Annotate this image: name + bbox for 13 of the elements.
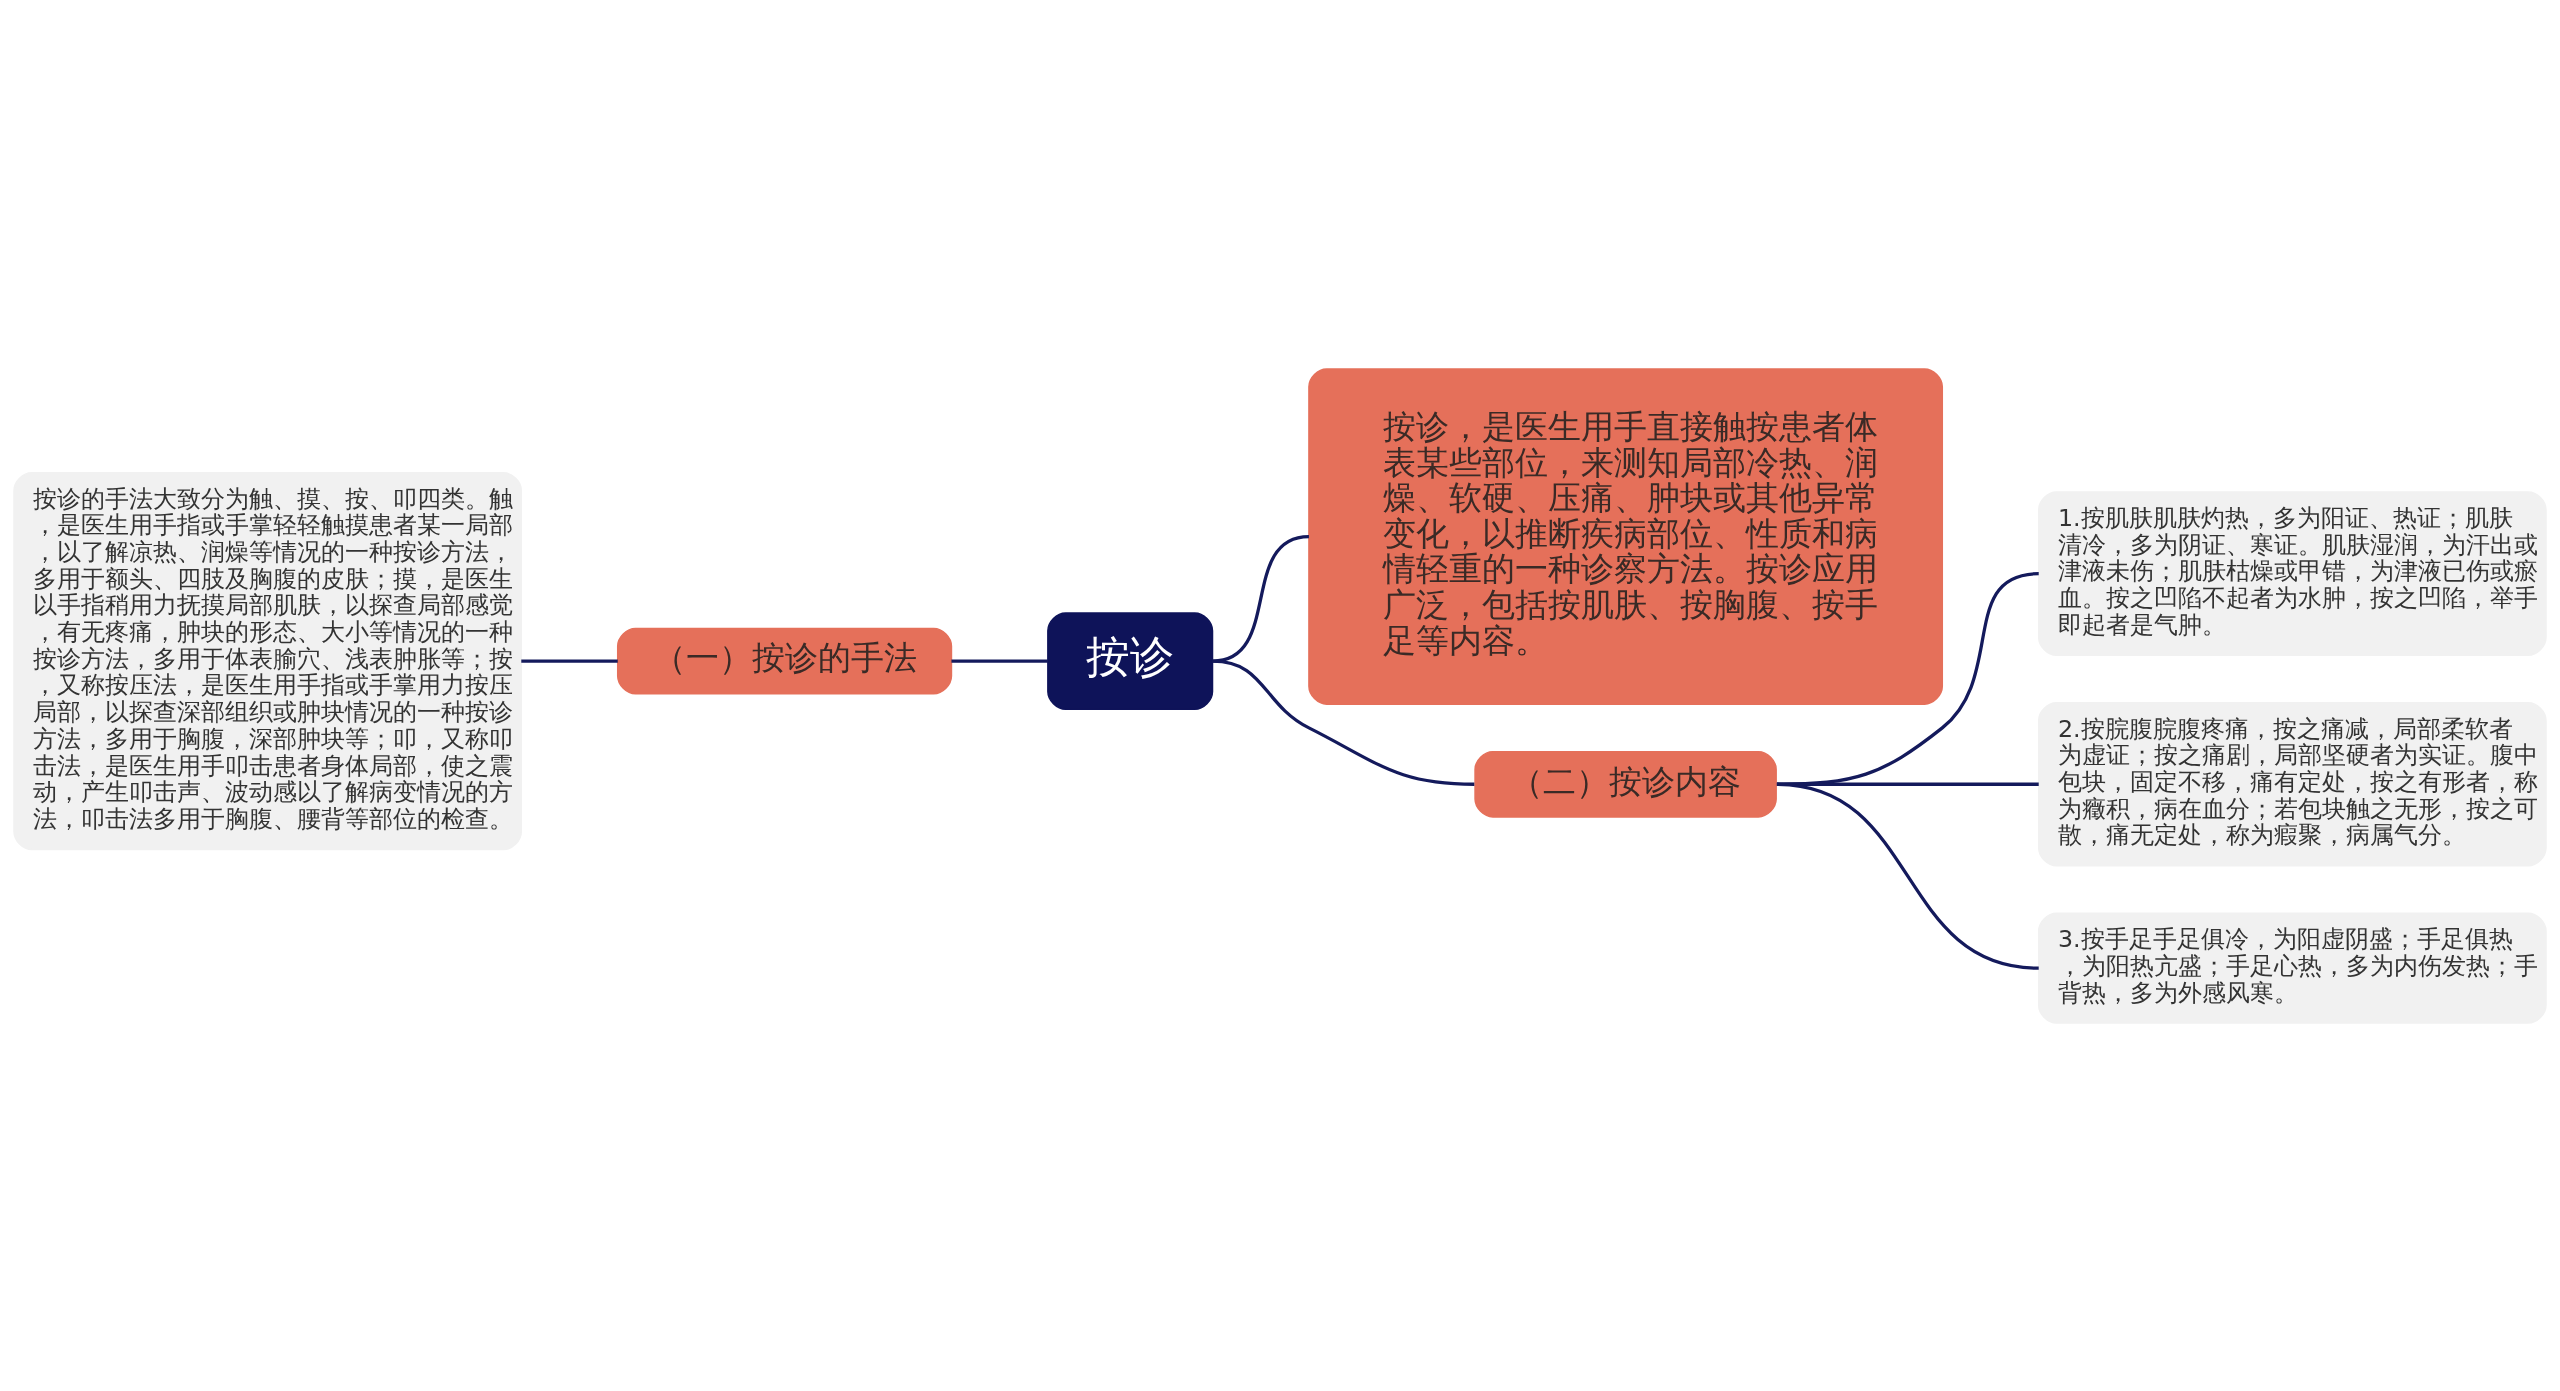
- node-box: 1.按肌肤肌肤灼热，多为阳证、热证；肌肤清冷，多为阴证、寒证。肌肤湿润，为汗出或津液未伤；肌肤枯燥或甲错，为津液已伤或瘀血。按之凹陷不起者为水肿，按之凹陷，举手即起者是气肿。: [2037, 490, 2547, 656]
- node-box: 按诊: [1047, 611, 1214, 710]
- connector: [1212, 534, 1310, 663]
- node-box: 3.按手足手足俱冷，为阳虚阴盛；手足俱热，为阳热亢盛；手足心热，多为内伤发热；手背热，多为外感风寒。: [2037, 912, 2547, 1024]
- connector: [1776, 782, 2039, 970]
- connector: [1212, 659, 1475, 786]
- node-box: （一）按诊的手法: [616, 627, 953, 694]
- connector: [521, 659, 618, 663]
- node-box: （二）按诊内容: [1474, 750, 1777, 818]
- node-box: 2.按脘腹脘腹疼痛，按之痛减，局部柔软者为虚证；按之痛剧，局部坚硬者为实证。腹中包块，固定不移，痛有定处，按之有形者，称为癥积，病在血分；若包块触之无形，按之可散，痛无定处，称为瘕聚，病属气分。: [2037, 701, 2547, 867]
- node-box: 按诊的手法大致分为触、摸、按、叩四类。触，是医生用手指或手掌轻轻触摸患者某一局部，以了解凉热、润燥等情况的一种按诊方法，多用于额头、四肢及胸腹的皮肤；摸，是医生以手指稍用力抚摸局部肌肤，以探查局部感觉，有无疼痛，肿块的形态、大小等情况的一种按诊方法，多用于体表腧穴、浅表肿胀等；按，又称按压法，是医生用手指或手掌用力按压局部，以探查深部组织或肿块情况的一种按诊方法，多用于胸腹，深部肿块等；叩，又称叩击法，是医生用手叩击患者身体局部，使之震动，产生叩击声、波动感以了解病变情况的方法，叩击法多用于胸腹、腰背等部位的检查。: [13, 471, 523, 850]
- node-box: 按诊，是医生用手直接触按患者体表某些部位，来测知局部冷热、润燥、软硬、压痛、肿块或其他异常变化，以推断疾病部位、性质和病情轻重的一种诊察方法。按诊应用广泛，包括按肌肤、按胸腹、按手足等内容。: [1308, 367, 1944, 705]
- connector: [951, 659, 1048, 663]
